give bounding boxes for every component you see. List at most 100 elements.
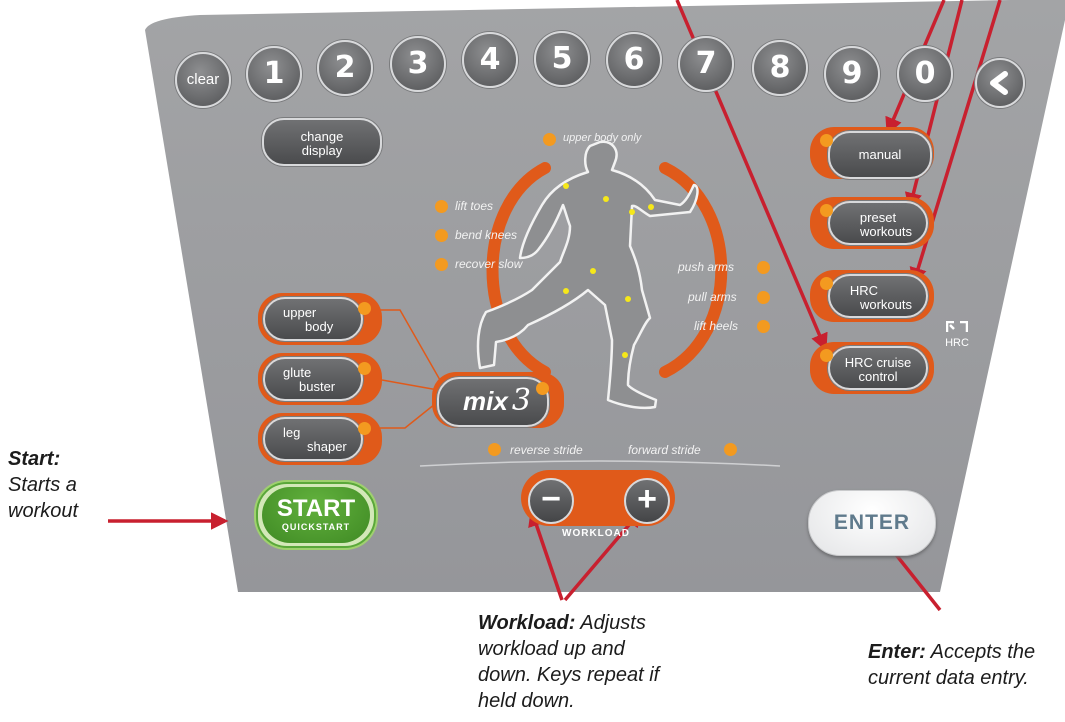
leg-shaper-button[interactable]: leg shaper [263, 417, 363, 461]
mix3-label: mix [463, 386, 508, 416]
bend-knees-indicator [435, 229, 448, 242]
lift-toes-indicator [435, 200, 448, 213]
enter-annotation: Enter: Accepts the current data entry. [868, 639, 1035, 691]
enter-annotation-line-1: Accepts the [925, 641, 1036, 663]
forward-stride-indicator [724, 443, 737, 456]
pull-arms-label: pull arms [688, 290, 737, 304]
glute-buster-button[interactable]: glute buster [263, 357, 363, 401]
upper-body-button[interactable]: upper body [263, 297, 363, 341]
mix3-indicator [536, 382, 549, 395]
hrc-cruise-control-label-1: HRC cruise [844, 355, 912, 370]
workload-annotation: Workload: Adjusts workload up and down. … [478, 610, 659, 714]
enter-annotation-title: Enter: [868, 641, 926, 663]
enter-annotation-line-2: current data entry. [868, 667, 1029, 689]
change-display-button[interactable]: change display [262, 118, 382, 166]
change-display-label-2: display [301, 143, 343, 158]
leg-shaper-label-2: shaper [307, 439, 347, 454]
figure-ring-left [486, 162, 551, 378]
key-1[interactable]: 1 [246, 46, 302, 102]
start-button[interactable]: START QUICKSTART [262, 487, 370, 543]
workload-minus-button[interactable]: − [528, 478, 574, 524]
runner-figure [476, 140, 699, 410]
heart-rate-icon [945, 320, 969, 332]
manual-indicator [820, 134, 833, 147]
hrc-workouts-label-2: workouts [859, 297, 913, 312]
hrc-workouts-label-1: HRC [849, 283, 879, 298]
muscle-dot [629, 209, 635, 215]
quickstart-label: QUICKSTART [281, 522, 351, 532]
reverse-stride-label: reverse stride [510, 443, 583, 457]
manual-button[interactable]: manual [828, 131, 932, 179]
recover-slow-label: recover slow [455, 257, 523, 271]
hrc-logo-text: HRC [945, 337, 969, 349]
hrc-logo: HRC [942, 320, 972, 349]
pull-arms-indicator [757, 291, 770, 304]
key-3[interactable]: 3 [390, 36, 446, 92]
back-arrow-icon [990, 71, 1008, 95]
preset-workouts-indicator [820, 204, 833, 217]
workload-annotation-line-3: down. Keys repeat if [478, 664, 660, 686]
back-key[interactable] [975, 58, 1025, 108]
upper-body-label-2: body [305, 319, 334, 334]
key-5[interactable]: 5 [534, 31, 590, 87]
key-0[interactable]: 0 [897, 46, 953, 102]
muscle-dot [563, 288, 569, 294]
start-label: START [276, 495, 356, 522]
change-display-label-1: change [300, 129, 344, 144]
key-2[interactable]: 2 [317, 40, 373, 96]
mix3-number: 3 [511, 383, 531, 418]
upper-body-indicator [358, 302, 371, 315]
glute-buster-label-2: buster [299, 379, 336, 394]
hrc-cruise-control-indicator [820, 349, 833, 362]
muscle-dot [625, 296, 631, 302]
leg-shaper-label-1: leg [283, 425, 301, 440]
key-9[interactable]: 9 [824, 46, 880, 102]
key-4[interactable]: 4 [462, 32, 518, 88]
muscle-dot [590, 268, 596, 274]
workload-label: WORKLOAD [562, 528, 630, 539]
key-7[interactable]: 7 [678, 36, 734, 92]
preset-workouts-button[interactable]: preset workouts [828, 201, 928, 245]
start-annotation: Start: Starts a workout [8, 446, 78, 524]
lift-toes-label: lift toes [455, 199, 494, 213]
start-annotation-line-2: workout [8, 500, 79, 522]
lift-heels-indicator [757, 320, 770, 333]
figure-ring-right [659, 162, 728, 378]
bend-knees-label: bend knees [455, 228, 518, 242]
workload-annotation-title: Workload: [478, 612, 576, 634]
upper-body-label-1: upper [283, 305, 317, 320]
hrc-cruise-control-button[interactable]: HRC cruise control [828, 346, 928, 390]
upper-body-only-label: upper body only [563, 132, 642, 144]
enter-button[interactable]: ENTER [808, 490, 936, 556]
stride-divider [419, 460, 781, 467]
workload-annotation-line-2: workload up and [478, 638, 625, 660]
muscle-dot [622, 352, 628, 358]
recover-slow-indicator [435, 258, 448, 271]
leg-shaper-indicator [358, 422, 371, 435]
clear-key[interactable]: clear [175, 52, 231, 108]
push-arms-indicator [757, 261, 770, 274]
hrc-cruise-control-label-2: control [858, 369, 898, 384]
start-annotation-title: Start: [8, 448, 61, 470]
key-8[interactable]: 8 [752, 40, 808, 96]
preset-workouts-label-2: workouts [859, 224, 913, 239]
workload-plus-button[interactable]: + [624, 478, 670, 524]
hrc-workouts-indicator [820, 277, 833, 290]
preset-workouts-label-1: preset [859, 210, 897, 225]
forward-stride-label: forward stride [628, 443, 701, 457]
push-arms-label: push arms [678, 260, 735, 274]
muscle-dot [563, 183, 569, 189]
hrc-workouts-button[interactable]: HRC workouts [828, 274, 928, 318]
workload-annotation-line-1: Adjusts [575, 612, 646, 634]
muscle-dot [603, 196, 609, 202]
upper-body-only-indicator [543, 133, 556, 146]
key-6[interactable]: 6 [606, 32, 662, 88]
workload-annotation-line-4: held down. [478, 690, 575, 712]
glute-buster-label-1: glute [283, 365, 312, 380]
program-connectors [380, 309, 441, 429]
manual-label: manual [858, 147, 902, 162]
lift-heels-label: lift heels [694, 319, 739, 333]
reverse-stride-indicator [488, 443, 501, 456]
start-annotation-line-1: Starts a [8, 474, 77, 496]
